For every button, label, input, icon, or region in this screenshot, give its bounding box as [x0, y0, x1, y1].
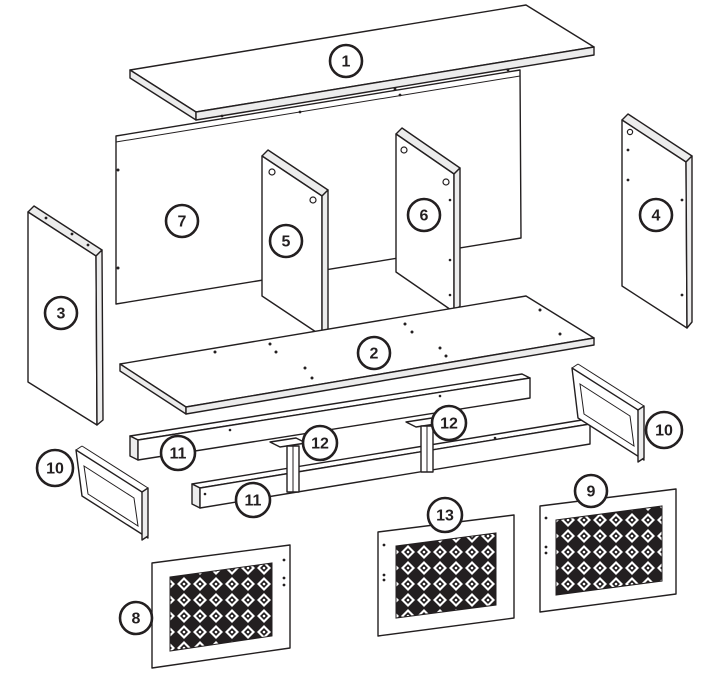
callout-label: 10 [46, 461, 64, 478]
front-rail [129, 373, 531, 461]
callout-part-8: 8 [118, 600, 154, 636]
callout-part-10-right: 10 [644, 410, 684, 450]
callout-part-9: 9 [573, 473, 609, 509]
callout-label: 12 [440, 416, 458, 433]
right-side-panel [621, 113, 693, 329]
callout-part-12-left: 12 [301, 424, 339, 462]
left-frame [75, 445, 149, 541]
callout-part-6: 6 [406, 197, 442, 233]
callout-part-2: 2 [356, 335, 392, 371]
callout-label: 6 [420, 208, 429, 225]
callout-label: 11 [170, 446, 187, 463]
right-door [539, 488, 677, 613]
callout-label: 9 [587, 484, 596, 501]
callout-part-4: 4 [638, 197, 674, 233]
callout-part-7: 7 [164, 203, 200, 239]
callout-label: 5 [282, 234, 291, 251]
callout-part-10-left: 10 [35, 448, 75, 488]
left-door [151, 544, 291, 669]
callout-label: 4 [652, 208, 661, 225]
callout-part-1: 1 [328, 43, 364, 79]
callout-label: 1 [342, 54, 351, 71]
middle-door [377, 514, 515, 637]
callout-part-12-right: 12 [430, 404, 468, 442]
callout-part-13: 13 [426, 496, 464, 534]
right-frame [571, 363, 645, 463]
callout-label: 8 [132, 611, 141, 628]
callout-label: 2 [370, 346, 379, 363]
support-leg-left [269, 437, 307, 493]
callout-label: 11 [245, 493, 262, 510]
callout-part-11-front: 11 [159, 434, 197, 472]
callout-label: 13 [436, 508, 454, 525]
callout-label: 7 [178, 214, 187, 231]
callout-label: 3 [57, 306, 66, 323]
callout-part-5: 5 [268, 223, 304, 259]
callout-part-11-rear: 11 [234, 481, 272, 519]
callout-part-3: 3 [43, 295, 79, 331]
callout-label: 10 [655, 423, 673, 440]
callout-label: 12 [311, 436, 329, 453]
